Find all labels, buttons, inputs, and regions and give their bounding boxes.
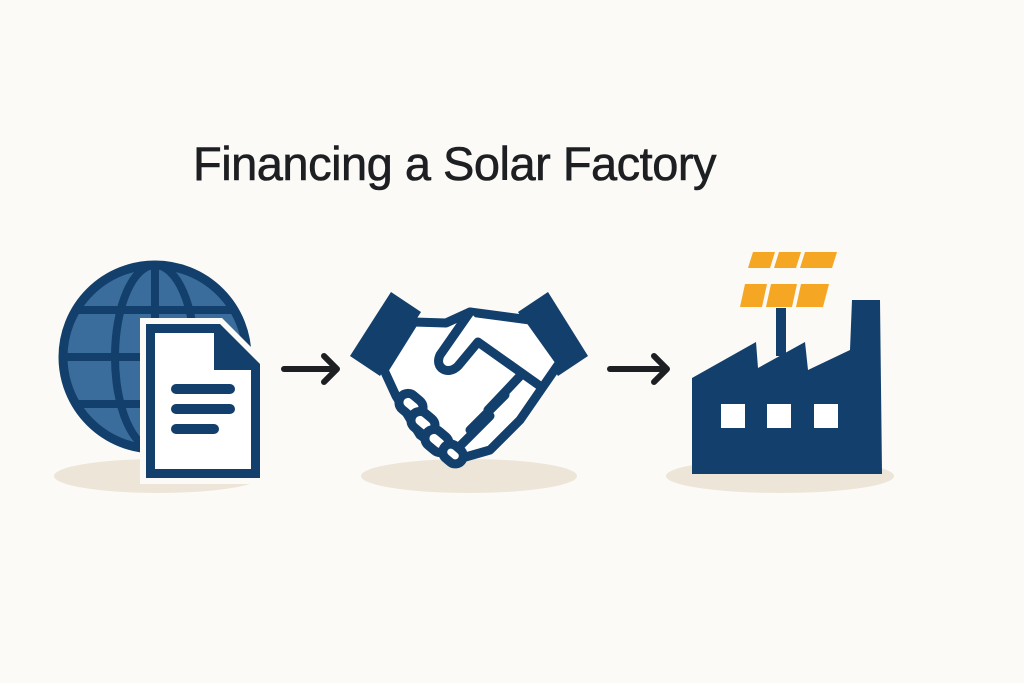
solar-factory-icon xyxy=(692,252,882,474)
globe-document-icon xyxy=(58,260,266,484)
arrow-right-icon xyxy=(281,353,340,385)
handshake-icon xyxy=(350,292,588,469)
document-icon xyxy=(140,318,266,484)
solar-panel-icon xyxy=(740,252,837,356)
factory-building-icon xyxy=(692,300,882,474)
diagram-title: Financing a Solar Factory xyxy=(193,137,717,191)
arrow-right-icon xyxy=(607,353,670,385)
